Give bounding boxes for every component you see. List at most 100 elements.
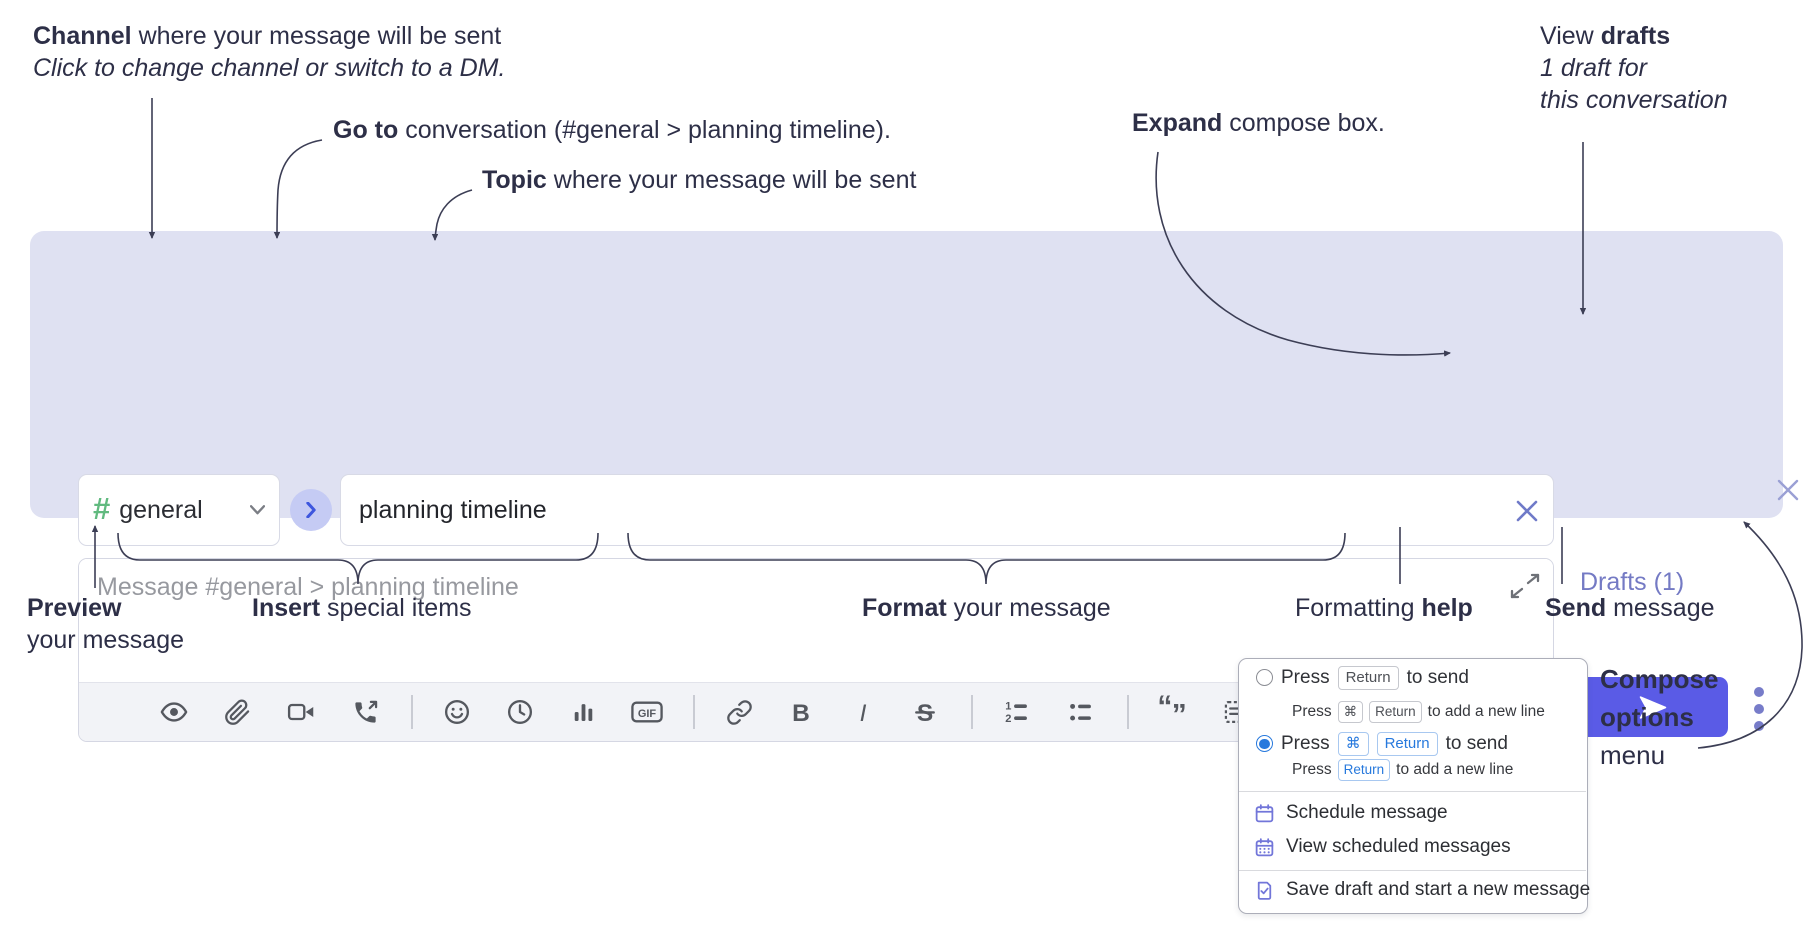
menu-item-view-scheduled[interactable]: View scheduled messages — [1254, 836, 1511, 858]
channel-annotation-bold: Channel — [33, 22, 132, 50]
topic-input[interactable]: planning timeline — [340, 474, 1554, 546]
bold-button[interactable]: B — [781, 692, 821, 732]
view-drafts-bold: drafts — [1600, 22, 1671, 50]
svg-text:”: ” — [1172, 699, 1187, 732]
poll-button[interactable] — [563, 692, 603, 732]
compose-options-line3: menu — [1600, 740, 1666, 770]
italic-button[interactable]: I — [843, 692, 883, 732]
italic-icon: I — [860, 700, 867, 727]
menu-item-schedule-message[interactable]: Schedule message — [1254, 802, 1448, 824]
send-annotation-bold: Send — [1545, 594, 1607, 622]
preview-annotation-bold: Preview — [27, 594, 122, 622]
view-drafts-annotation: View drafts 1 draft for this conversatio… — [1540, 20, 1728, 116]
kbd-return: Return — [1376, 732, 1438, 756]
bulleted-list-icon — [1070, 703, 1091, 721]
phone-arrow-icon — [354, 700, 377, 723]
format-annotation-bold: Format — [862, 594, 947, 622]
clock-icon — [507, 699, 533, 725]
video-call-button[interactable] — [281, 692, 321, 732]
maximize-icon — [1510, 573, 1540, 599]
channel-annotation: Channel where your message will be sent … — [33, 20, 505, 84]
gif-button[interactable]: GIF — [625, 692, 669, 732]
option-suffix: to send — [1406, 666, 1469, 688]
strikethrough-button[interactable]: S — [905, 692, 945, 732]
send-option-cmd-return[interactable]: Press ⌘ Return to send — [1256, 732, 1508, 756]
goto-annotation-bold: Go to — [333, 116, 399, 144]
topic-annotation-rest: where your message will be sent — [546, 166, 917, 194]
emoji-button[interactable] — [437, 692, 477, 732]
attach-file-button[interactable] — [217, 692, 257, 732]
option-press: Press — [1281, 732, 1330, 754]
kbd-return: Return — [1337, 666, 1399, 690]
paperclip-icon — [224, 698, 249, 725]
radio-unselected-icon[interactable] — [1256, 669, 1273, 687]
quote-button[interactable]: “ ” — [1153, 690, 1193, 732]
insert-annotation: Insert special items — [252, 592, 472, 624]
view-drafts-line3: this conversation — [1540, 86, 1728, 114]
sub-suffix: to add a new line — [1427, 702, 1545, 720]
help-annotation: Formatting help — [1295, 592, 1473, 624]
radio-selected-icon[interactable] — [1256, 735, 1273, 753]
insert-annotation-rest: special items — [320, 594, 472, 622]
channel-selector[interactable]: # general — [78, 474, 280, 546]
smiley-icon — [444, 699, 470, 725]
option-press: Press — [1281, 666, 1330, 688]
chevron-down-icon — [250, 505, 265, 515]
option-suffix: to send — [1445, 732, 1508, 754]
sub-press: Press — [1292, 702, 1332, 720]
add-time-button[interactable] — [500, 692, 540, 732]
toolbar-separator — [693, 695, 695, 729]
menu-item-label: Schedule message — [1286, 802, 1448, 823]
insert-link-button[interactable] — [719, 692, 759, 732]
compose-box: # general planning timeline Message #gen… — [30, 231, 1799, 742]
svg-text:2: 2 — [1005, 713, 1011, 725]
svg-text:1: 1 — [1005, 701, 1011, 713]
kbd-cmd: ⌘ — [1337, 701, 1364, 723]
view-drafts-line2: 1 draft for — [1540, 54, 1647, 82]
kbd-return: Return — [1369, 701, 1422, 723]
go-to-conversation-button[interactable] — [290, 489, 332, 531]
svg-text:I: I — [860, 700, 867, 727]
channel-name: general — [119, 495, 203, 524]
quote-icon: “ ” — [1157, 690, 1186, 732]
send-option-return[interactable]: Press Return to send — [1256, 666, 1469, 690]
send-annotation: Send message — [1545, 592, 1715, 624]
compose-options-popup — [1238, 658, 1588, 914]
preview-annotation: Preview your message — [27, 592, 184, 656]
preview-button[interactable] — [154, 692, 194, 732]
sub-suffix: to add a new line — [1396, 760, 1514, 778]
calendar-grid-icon — [1255, 837, 1274, 856]
close-icon — [1777, 479, 1799, 501]
voice-call-button[interactable] — [345, 692, 385, 732]
expand-annotation-rest: compose box. — [1222, 109, 1385, 137]
topic-clear-button[interactable] — [1514, 498, 1540, 524]
expand-annotation: Expand compose box. — [1132, 107, 1385, 139]
vertical-ellipsis-icon — [1754, 687, 1764, 731]
expand-compose-icon[interactable] — [1509, 571, 1541, 606]
view-drafts-pre: View — [1540, 22, 1601, 50]
goto-annotation: Go to conversation (#general > planning … — [333, 114, 891, 146]
expand-annotation-bold: Expand — [1132, 109, 1223, 137]
toolbar-separator — [1127, 695, 1129, 729]
menu-item-label: View scheduled messages — [1286, 836, 1511, 857]
video-camera-icon — [287, 703, 314, 721]
kbd-cmd: ⌘ — [1337, 732, 1369, 756]
numbered-list-icon: 1 2 — [1005, 701, 1027, 725]
close-compose-button[interactable] — [1775, 477, 1801, 503]
chevron-right-icon — [306, 502, 316, 518]
link-icon — [726, 699, 752, 725]
numbered-list-button[interactable]: 1 2 — [997, 692, 1037, 732]
compose-options-menu-button[interactable] — [1747, 681, 1771, 737]
drafts-link[interactable]: Drafts (1) — [1580, 568, 1685, 596]
send-plane-icon — [1639, 695, 1667, 719]
send-option-return-sub: Press ⌘ Return to add a new line — [1292, 701, 1545, 723]
compose-options-line1: Compose — [1600, 664, 1719, 694]
calendar-icon — [1255, 803, 1274, 822]
strikethrough-icon: S — [915, 700, 935, 727]
toolbar-separator — [971, 695, 973, 729]
preview-annotation-line2: your message — [27, 626, 185, 654]
bulleted-list-button[interactable] — [1061, 692, 1101, 732]
menu-item-save-draft[interactable]: Save draft and start a new message — [1254, 879, 1590, 901]
send-option-cmd-return-sub: Press Return to add a new line — [1292, 759, 1513, 781]
